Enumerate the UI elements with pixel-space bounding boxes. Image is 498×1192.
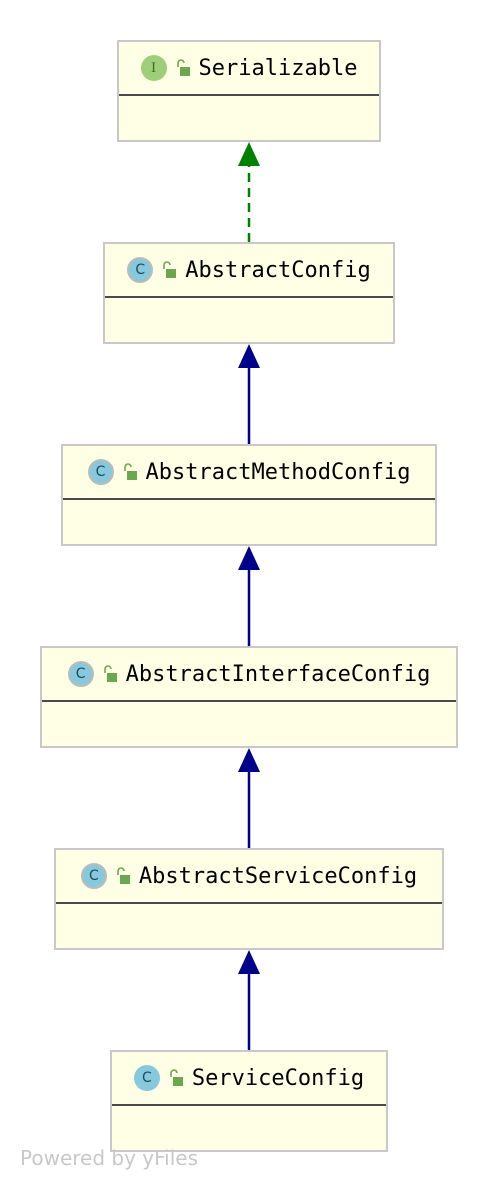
node-header: C AbstractInterfaceConfig — [42, 648, 456, 702]
class-name: AbstractInterfaceConfig — [125, 661, 431, 687]
abstract-class-icon: C — [87, 459, 114, 485]
class-name: AbstractConfig — [185, 257, 371, 283]
abstract-class-icon: C — [127, 257, 154, 283]
public-access-icon — [122, 462, 138, 482]
arrowhead-abstract-interface-config-abstract-method-config — [238, 546, 260, 570]
class-name: Serializable — [198, 55, 358, 81]
public-access-icon — [168, 1068, 184, 1088]
abstract-class-icon: C — [67, 661, 94, 687]
node-abstract-service-config[interactable]: C AbstractServiceConfig — [54, 848, 444, 950]
class-name: ServiceConfig — [191, 1065, 365, 1091]
public-access-icon — [175, 58, 191, 78]
node-header: I Serializable — [119, 42, 379, 96]
node-header: C AbstractMethodConfig — [63, 446, 435, 500]
node-service-config[interactable]: C ServiceConfig — [110, 1050, 388, 1152]
node-header: C AbstractServiceConfig — [56, 850, 442, 904]
node-abstract-method-config[interactable]: C AbstractMethodConfig — [61, 444, 437, 546]
node-header: C ServiceConfig — [112, 1052, 386, 1106]
node-abstract-config[interactable]: C AbstractConfig — [103, 242, 395, 344]
powered-by-label: Powered by yFiles — [20, 1146, 198, 1170]
arrowhead-abstract-method-config-abstract-config — [238, 344, 260, 368]
node-serializable[interactable]: I Serializable — [117, 40, 381, 142]
interface-icon: I — [140, 55, 167, 81]
arrowhead-abstract-config-serializable — [238, 142, 260, 166]
public-access-icon — [102, 664, 118, 684]
class-name: AbstractServiceConfig — [138, 863, 418, 889]
public-access-icon — [115, 866, 131, 886]
class-icon: C — [133, 1065, 160, 1091]
abstract-class-icon: C — [80, 863, 107, 889]
public-access-icon — [161, 260, 177, 280]
arrowhead-service-config-abstract-service-config — [238, 950, 260, 974]
class-name: AbstractMethodConfig — [145, 459, 411, 485]
node-abstract-interface-config[interactable]: C AbstractInterfaceConfig — [40, 646, 458, 748]
node-header: C AbstractConfig — [105, 244, 393, 298]
arrowhead-abstract-service-config-abstract-interface-config — [238, 748, 260, 772]
